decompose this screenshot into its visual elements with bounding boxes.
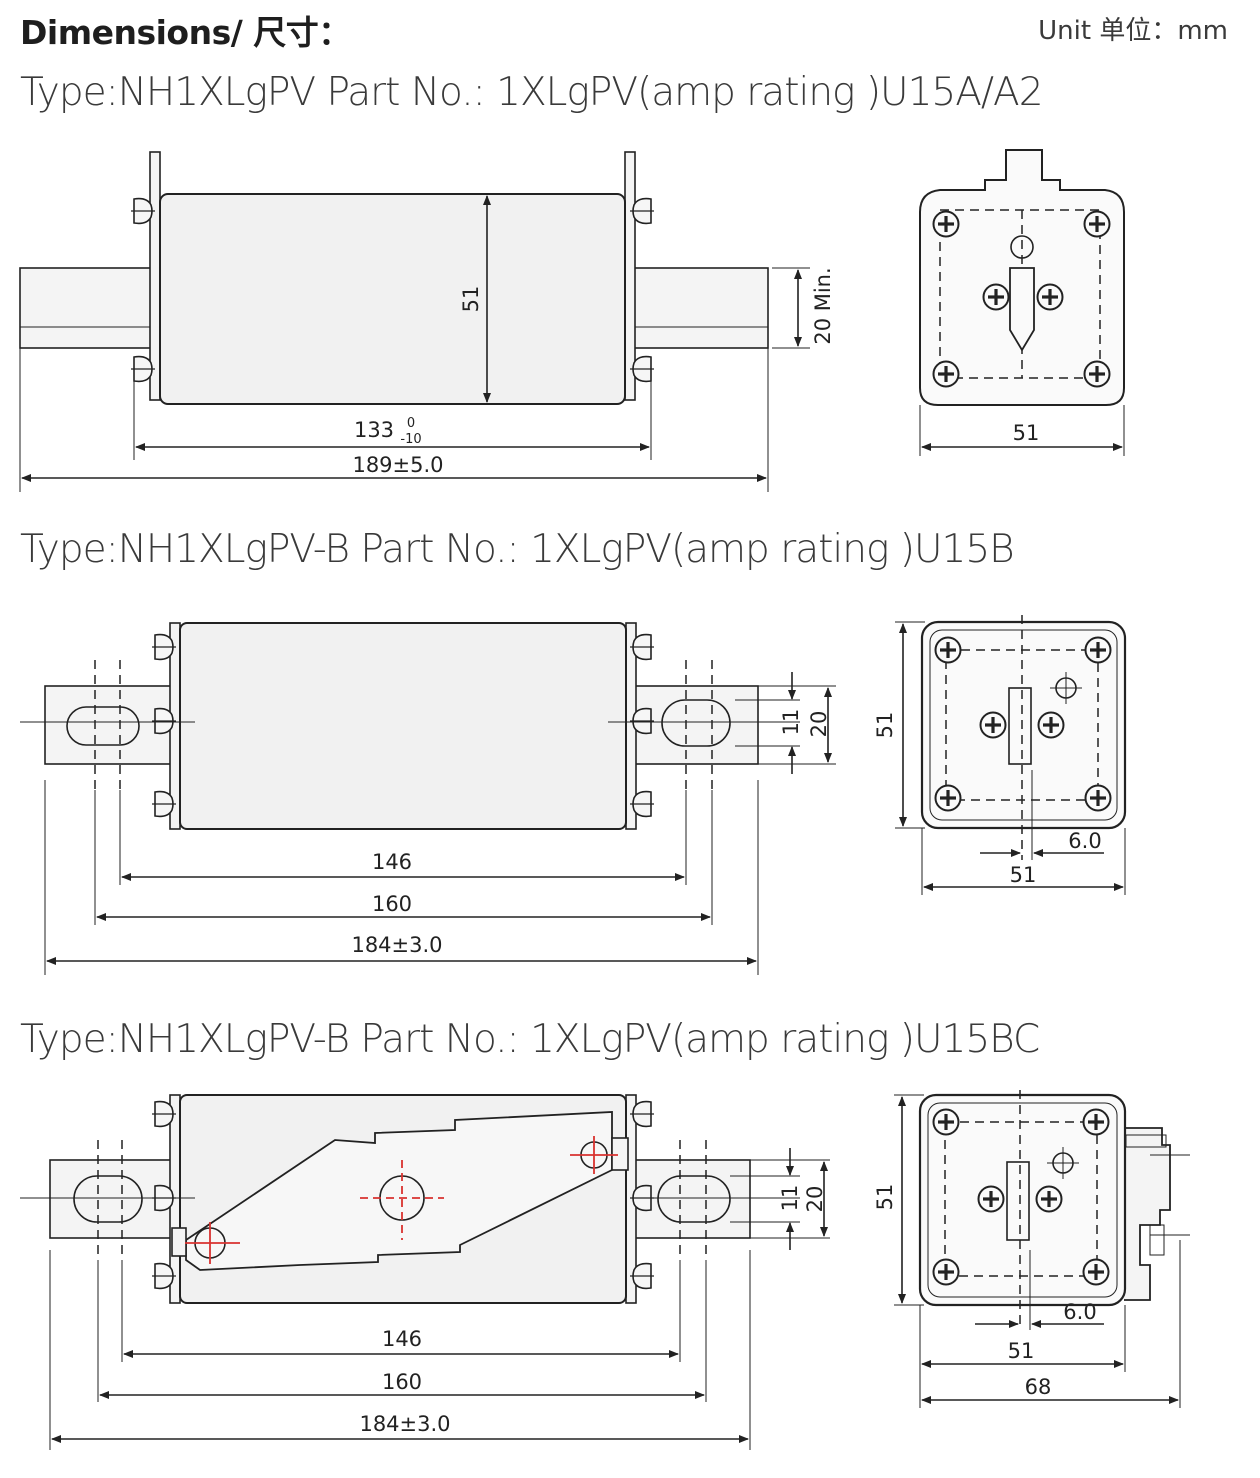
s3-overall-label: 184±3.0 (359, 1412, 450, 1436)
s1-height-label: 51 (459, 286, 483, 313)
s3-end-width-total-label: 68 (1025, 1375, 1052, 1399)
s2-overall-label: 184±3.0 (351, 933, 442, 957)
s2-d11-label: 11 (779, 709, 803, 736)
section-3-side-view (20, 1094, 830, 1450)
s2-end-width-label: 51 (1010, 863, 1037, 887)
s2-d146-label: 146 (372, 850, 412, 874)
s3-d20-label: 20 (803, 1186, 827, 1213)
section-1-side-view (19, 151, 810, 492)
section-1-type-label: Type:NH1XLgPV Part No.: 1XLgPV(amp ratin… (20, 70, 1044, 115)
section-3-end-view (894, 1090, 1190, 1408)
section-2-end-view (895, 615, 1127, 895)
s1-tol-lower: -10 (400, 432, 421, 447)
s2-d160-label: 160 (372, 892, 412, 916)
section-1-end-view (919, 149, 1125, 456)
s2-d20-label: 20 (807, 711, 831, 738)
s3-d146-label: 146 (382, 1327, 422, 1351)
s2-end-height-label: 51 (873, 712, 897, 739)
s3-d11-label: 11 (778, 1185, 802, 1212)
s1-body-length-label: 133 (354, 418, 394, 442)
s1-blade-min-label: 20 Min. (811, 267, 835, 344)
section-2-side-view (20, 622, 836, 975)
s3-offset-label: 6.0 (1063, 1300, 1096, 1324)
section-2-type-label: Type:NH1XLgPV-B Part No.: 1XLgPV(amp rat… (20, 527, 1015, 572)
s1-overall-label: 189±5.0 (352, 453, 443, 477)
s1-end-width-label: 51 (1013, 421, 1040, 445)
s3-end-height-label: 51 (873, 1184, 897, 1211)
unit-label: Unit 单位：mm (1038, 16, 1228, 46)
section-3-type-label: Type:NH1XLgPV-B Part No.: 1XLgPV(amp rat… (20, 1017, 1040, 1062)
s3-end-width-label: 51 (1008, 1339, 1035, 1363)
s3-d160-label: 160 (382, 1370, 422, 1394)
s1-tol-upper: 0 (407, 416, 415, 431)
s2-offset-label: 6.0 (1068, 829, 1101, 853)
page-title: Dimensions/ 尺寸： (20, 13, 351, 52)
